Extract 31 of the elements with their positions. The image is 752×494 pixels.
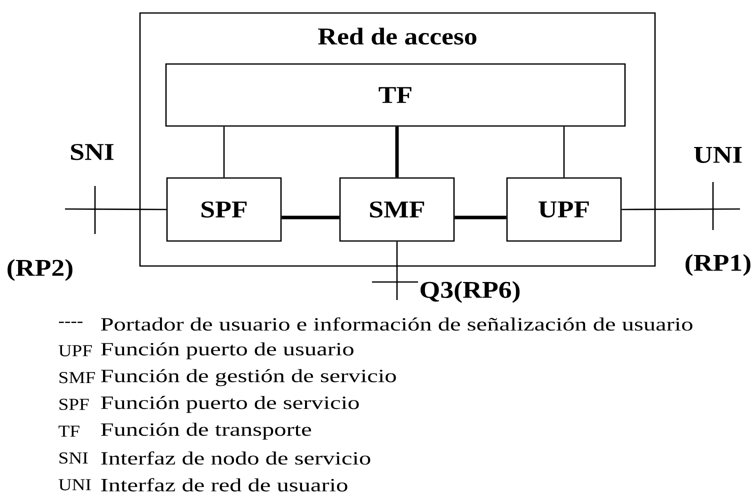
connection-line xyxy=(223,126,225,178)
connection-line xyxy=(563,126,565,178)
abbreviation: UNI xyxy=(58,479,91,490)
function-box: SMF xyxy=(339,177,455,242)
abbreviation: UPF xyxy=(58,345,92,356)
connection-line xyxy=(395,126,399,178)
abbreviation: TF xyxy=(58,426,80,437)
abbreviation: SPF xyxy=(60,398,89,410)
abbreviation: SMF xyxy=(60,372,95,384)
interface-label: UNI xyxy=(694,147,742,163)
key-description: Portador de usuario e información de señalización de usuario xyxy=(100,317,692,331)
function-box: UPF xyxy=(506,177,622,242)
abbreviation: SNI xyxy=(60,452,88,464)
interface-label: SNI xyxy=(71,144,114,160)
connection-line xyxy=(65,208,166,210)
key-description: Interfaz de red de usuario xyxy=(101,478,348,492)
key-description: Función puerto de servicio xyxy=(100,396,359,413)
key-description: Función de transporte xyxy=(100,422,312,440)
interface-label: (RP2) xyxy=(8,259,72,281)
key-description: Función puerto de usuario xyxy=(100,342,354,360)
interface-label: Q3(RP6) xyxy=(420,281,520,303)
connection-line xyxy=(282,216,340,220)
abbreviation: ---- xyxy=(58,322,82,323)
key-description: Interfaz de nodo de servicio xyxy=(101,451,370,465)
interface-label: (RP1) xyxy=(686,254,750,276)
connection-line xyxy=(396,242,398,300)
connection-line xyxy=(622,208,740,210)
key-description: Función de gestión de servicio xyxy=(100,369,396,386)
function-box: SPF xyxy=(166,177,282,242)
connection-line xyxy=(454,216,506,220)
function-box: TF xyxy=(165,63,626,127)
